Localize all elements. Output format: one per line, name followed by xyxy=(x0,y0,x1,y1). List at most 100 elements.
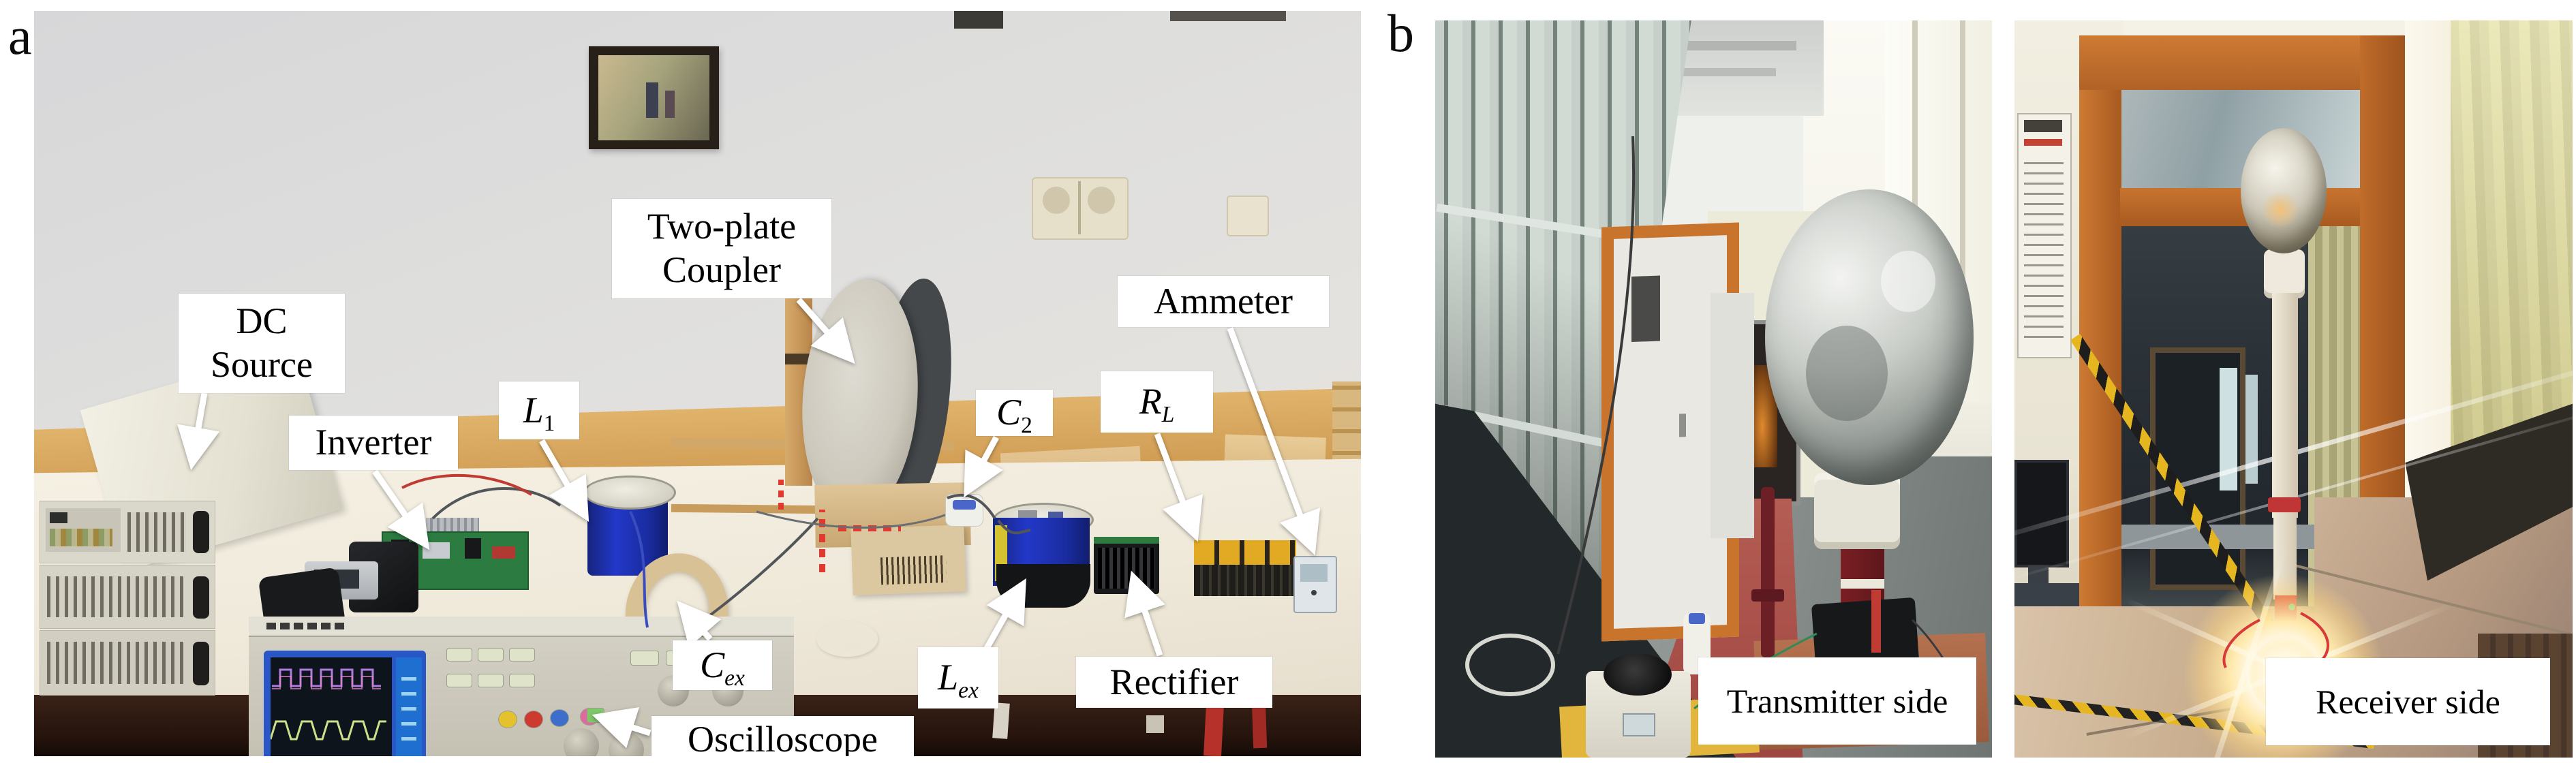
dc-source-stack xyxy=(40,501,215,696)
transmitter-caption: Transmitter side xyxy=(1698,657,1976,745)
load-resistor-rl xyxy=(1194,540,1296,596)
poster-text-lines xyxy=(2024,154,2064,338)
ammeter-label: Ammeter xyxy=(1118,276,1329,327)
inverter-label: Inverter xyxy=(289,416,458,470)
wall-outlet-box xyxy=(1032,177,1129,240)
receiver-wires xyxy=(2222,612,2329,668)
transmitter-wires xyxy=(1557,136,1968,710)
panel-b-receiver-photo: Receiver side xyxy=(2014,20,2573,758)
dc-source-vents xyxy=(47,642,183,684)
receiver-column-pole xyxy=(2272,293,2298,518)
red-terminal-rod xyxy=(1871,590,1881,653)
bottle-cap xyxy=(1689,613,1705,624)
scope-blue-knob xyxy=(550,709,569,727)
scope-yellow-knob xyxy=(498,711,517,728)
window-frame-line xyxy=(1960,20,1965,375)
scope-button xyxy=(509,674,535,687)
white-door-panel xyxy=(1711,293,1754,538)
scope-button xyxy=(509,648,535,661)
dc-source-vents xyxy=(127,512,186,552)
sphere-warm-reflection xyxy=(2261,191,2299,229)
l1-arrow xyxy=(539,439,589,523)
rectifier-arrow xyxy=(1124,570,1165,657)
sphere-highlight xyxy=(1881,251,1935,312)
outlet-socket xyxy=(1088,187,1115,214)
lex-arrow xyxy=(980,578,1026,657)
ammeter-terminal xyxy=(1311,590,1317,595)
pcb-component xyxy=(465,538,481,559)
door-frame-top-beam xyxy=(2079,35,2405,90)
rectifier-pcb-edge xyxy=(1094,537,1159,544)
rectifier-label: Rectifier xyxy=(1076,657,1272,708)
scope-screen xyxy=(269,657,392,756)
outlet-divider xyxy=(1078,181,1081,234)
wall-dark-object xyxy=(954,11,1003,29)
oscilloscope-label: Oscilloscope xyxy=(651,716,914,756)
dc-source-buttons xyxy=(50,529,112,546)
picture-person-silhouette xyxy=(646,82,658,118)
coupler-arrow xyxy=(796,298,855,364)
annotation-arrows xyxy=(177,298,1321,749)
rack-handle xyxy=(193,511,209,553)
oscilloscope-arrow xyxy=(592,706,651,749)
receiver-sphere xyxy=(2241,128,2327,253)
ammeter-meter xyxy=(1293,556,1337,613)
blackboard-top-edge xyxy=(1170,11,1286,21)
panel-b-transmitter-photo: Transmitter side xyxy=(1435,20,1992,758)
dc-source-unit xyxy=(40,501,215,563)
scope-button xyxy=(478,674,504,687)
stand-bracket xyxy=(785,354,812,364)
cable-loop xyxy=(1465,634,1555,696)
panel-b-letter: b xyxy=(1387,3,1414,63)
c2-label: C2 xyxy=(976,390,1053,437)
panel-a-letter: a xyxy=(8,6,32,65)
scope-button xyxy=(478,648,504,661)
light-switch xyxy=(1227,196,1269,236)
cex-arrow xyxy=(677,600,722,648)
white-tape-roll xyxy=(816,621,878,657)
ammeter-dial xyxy=(1300,564,1328,582)
bench-white-scrap xyxy=(1146,715,1164,733)
dc-source-vents xyxy=(47,576,183,617)
scope-button xyxy=(630,651,659,666)
dc-source-unit xyxy=(40,565,215,629)
dc-source-display xyxy=(50,512,67,523)
maroon-chair xyxy=(1751,487,1784,657)
ammeter-arrow xyxy=(1227,327,1321,556)
scope-menu-text xyxy=(401,666,416,741)
variac-meter-window xyxy=(1623,713,1655,736)
pcb-component xyxy=(492,546,515,559)
l1-label: L1 xyxy=(499,382,579,439)
dc-source-arrow xyxy=(177,392,220,470)
scope-button xyxy=(446,674,472,687)
rl-yellow-blocks xyxy=(1194,540,1296,565)
rl-arrow xyxy=(1154,433,1203,542)
scope-brand-text xyxy=(266,623,348,629)
scope-menu-strip xyxy=(396,657,422,756)
picture-frame-photo xyxy=(598,55,709,140)
column-white-collar xyxy=(1841,579,1884,589)
c2-arrow xyxy=(964,435,1003,498)
receiver-column-capital xyxy=(2264,249,2305,298)
rl-label: RL xyxy=(1101,371,1213,433)
outlet-socket xyxy=(1043,187,1070,214)
red-dashed-tape xyxy=(819,510,825,572)
cex-label: Cex xyxy=(673,640,772,690)
scope-waveforms xyxy=(269,668,386,741)
lex-connector xyxy=(1018,510,1037,520)
chair-seat xyxy=(1751,589,1784,602)
inner-window-slit xyxy=(2245,375,2258,484)
picture-person-silhouette xyxy=(665,91,675,118)
inverter-arrow xyxy=(372,469,430,550)
dc-source-unit xyxy=(40,630,215,696)
scope-red-knob xyxy=(524,711,543,728)
rack-handle xyxy=(193,642,209,685)
monitor-screen xyxy=(2014,460,2069,567)
rack-handle xyxy=(193,576,209,619)
poster-title xyxy=(2024,120,2062,132)
variac-dial xyxy=(1604,653,1672,696)
poster-red-line xyxy=(2024,139,2062,146)
